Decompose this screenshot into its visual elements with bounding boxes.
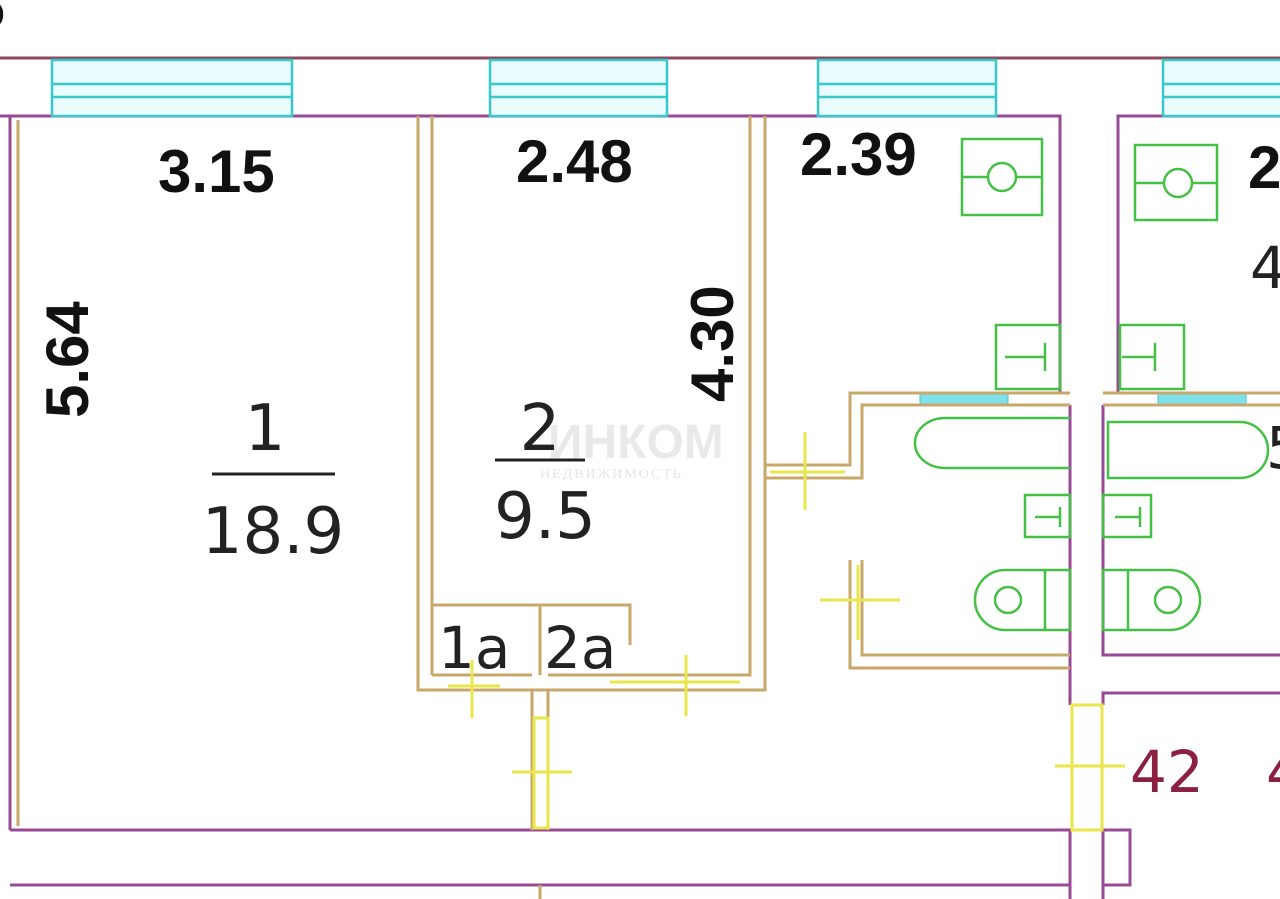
room1-label: 1 18.9 [202, 392, 345, 569]
window-room2 [488, 58, 669, 118]
room2-length: 4.30 [679, 285, 746, 402]
room2-label: 2 9.5 [494, 392, 596, 554]
room2-width: 2.48 [516, 128, 633, 195]
window-neighbor [1161, 58, 1280, 118]
watermark-subtitle: НЕДВИЖИМОСТЬ [540, 467, 683, 482]
kitchen-width: 2.39 [800, 121, 917, 188]
room1-width: 3.15 [158, 138, 275, 205]
room1-area: 18.9 [202, 495, 345, 569]
window-room1 [50, 58, 294, 118]
bathtub-icon [913, 416, 1070, 470]
washbasin-icon [1023, 493, 1072, 539]
windows [50, 58, 1280, 407]
room1-number: 1 [245, 392, 286, 466]
partial-label: 5 [1266, 414, 1280, 482]
partial-label: 2 [1248, 134, 1280, 201]
fixtures [913, 137, 1270, 632]
toilet-icon-neighbor [1101, 568, 1202, 632]
corner-label: 6 [0, 0, 5, 41]
watermark: ИНКОМ НЕДВИЖИМОСТЬ [540, 416, 724, 482]
room2-number: 2 [520, 392, 561, 466]
sink-icon-neighbor [1118, 323, 1186, 391]
closet-1a: 1a [438, 614, 510, 682]
room1-length: 5.64 [34, 301, 101, 418]
washbasin-icon-neighbor [1101, 493, 1153, 539]
apartment-number: 42 [1130, 738, 1204, 806]
walls [0, 56, 1280, 899]
sink-icon [994, 323, 1062, 391]
partial-label: 4 [1266, 738, 1280, 806]
window-kitchen [816, 58, 998, 118]
partial-label: 4 [1250, 234, 1280, 302]
bathtub-icon-neighbor [1106, 420, 1270, 480]
doors [448, 432, 1125, 832]
stove-icon-neighbor [1133, 143, 1219, 222]
closet-2a: 2a [544, 614, 616, 682]
partitions [416, 116, 1280, 830]
room2-area: 9.5 [494, 480, 596, 554]
toilet-icon [973, 568, 1072, 632]
stove-icon [960, 137, 1044, 217]
